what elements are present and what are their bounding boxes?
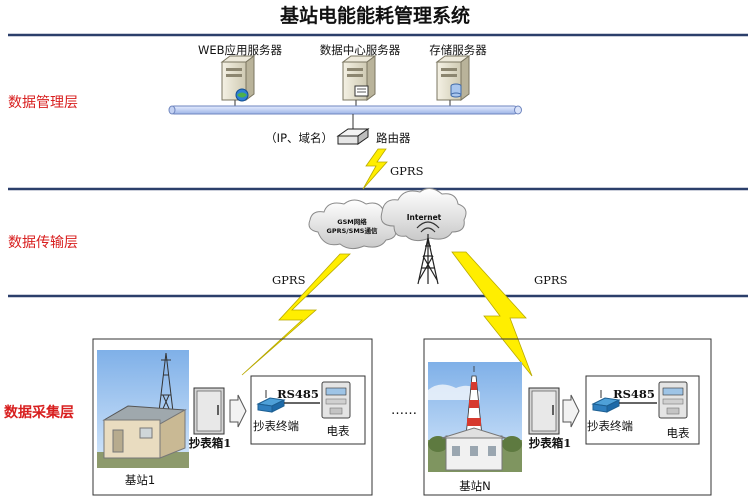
station-1-rs485-label: RS485 xyxy=(277,387,319,401)
station-1-frame xyxy=(92,338,373,496)
server-label-web: WEB应用服务器 xyxy=(198,43,283,57)
station-1-photo xyxy=(97,350,189,468)
router-icon xyxy=(336,128,370,145)
gprs-bolt-left xyxy=(241,253,351,376)
router-label: 路由器 xyxy=(376,131,411,145)
server-label-datacenter: 数据中心服务器 xyxy=(320,43,401,57)
layer-label-collection: 数据采集层 xyxy=(4,404,74,421)
meter-box-1-label: 抄表箱1 xyxy=(189,436,232,450)
gprs-label-left: GPRS xyxy=(272,273,306,287)
internet-cloud-icon xyxy=(380,188,467,242)
reading-terminal-1-icon xyxy=(256,390,286,413)
internet-cloud-label: Internet xyxy=(407,213,442,222)
cell-tower-icon xyxy=(416,221,440,285)
electric-meter-1-icon xyxy=(321,381,351,419)
station-n-photo xyxy=(428,362,522,472)
station-n-rs485-label: RS485 xyxy=(613,387,655,401)
server-label-storage: 存储服务器 xyxy=(429,43,487,57)
meter-box-1-icon xyxy=(193,387,225,435)
gprs-label-top: GPRS xyxy=(390,164,424,178)
station-n-terminal-label: 抄表终端 xyxy=(587,419,633,433)
gprs-label-right: GPRS xyxy=(534,273,568,287)
station-n-frame xyxy=(423,338,712,496)
web-server-icon xyxy=(220,55,256,102)
network-bus xyxy=(168,105,522,115)
diagram-title: 基站电能能耗管理系统 xyxy=(279,4,470,27)
gsm-cloud-line2: GPRS/SMS通信 xyxy=(327,226,378,235)
layer-label-management: 数据管理层 xyxy=(8,95,78,111)
layer-label-transmission: 数据传输层 xyxy=(8,235,78,251)
router-address-label: （IP、域名） xyxy=(265,131,333,145)
gprs-bolt-top xyxy=(362,148,388,190)
station-1-name: 基站1 xyxy=(125,473,155,487)
reading-terminal-n-icon xyxy=(591,390,621,413)
meter-box-n-icon xyxy=(528,387,560,435)
gsm-cloud-line1: GSM网络 xyxy=(337,217,367,226)
station-1-meter-label: 电表 xyxy=(327,424,350,438)
station-n-meter-label: 电表 xyxy=(667,426,690,440)
station-n-name: 基站N xyxy=(459,479,491,493)
storage-server-icon xyxy=(435,55,471,101)
stations-ellipsis: …… xyxy=(391,403,417,418)
electric-meter-n-icon xyxy=(658,381,688,419)
station-1-arrow-icon xyxy=(229,394,247,428)
station-1-terminal-label: 抄表终端 xyxy=(253,419,299,433)
datacenter-server-icon xyxy=(341,55,377,101)
gprs-bolt-right xyxy=(451,251,533,377)
meter-box-n-label: 抄表箱1 xyxy=(529,436,572,450)
station-n-arrow-icon xyxy=(562,394,580,428)
